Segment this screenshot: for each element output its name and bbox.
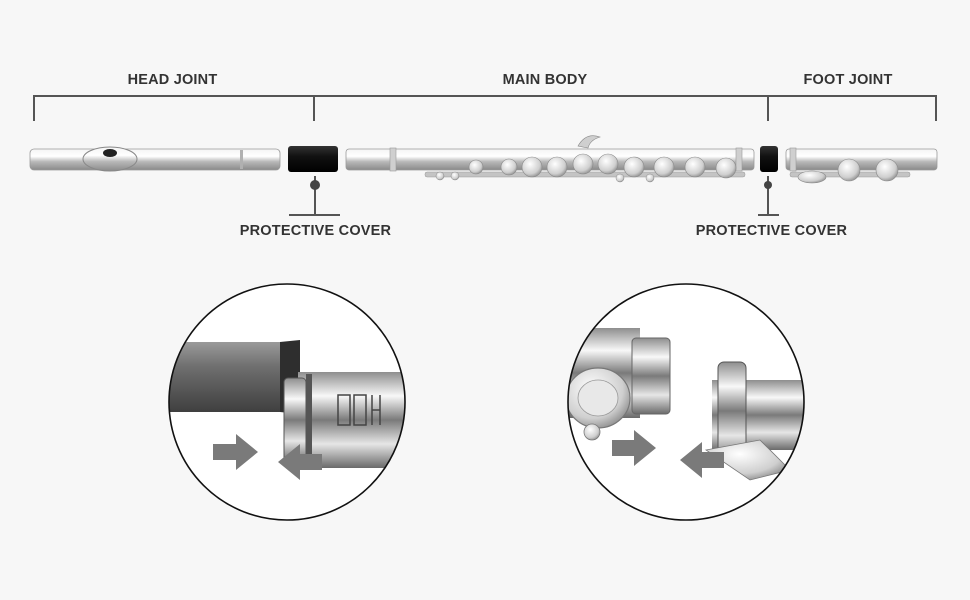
engraving-mark <box>337 394 381 426</box>
foot-joint-bracket <box>768 95 937 121</box>
main-body-bracket <box>314 95 769 121</box>
detail-circle-head-joint <box>168 283 406 521</box>
main-body-label: MAIN BODY <box>502 72 588 88</box>
main-body-keys <box>435 153 737 183</box>
embouchure-hole <box>103 149 117 157</box>
head-joint-tube <box>29 146 281 172</box>
head-joint-bracket <box>33 95 315 121</box>
protective-cover-left <box>288 146 340 216</box>
foot-joint-tube <box>785 147 938 184</box>
detail-circle-foot-joint <box>567 283 805 521</box>
protective-cover-right <box>758 146 779 216</box>
head-joint-label: HEAD JOINT <box>127 72 218 88</box>
arrow-left-icon <box>680 442 724 478</box>
arrow-left-icon <box>278 444 322 480</box>
arrow-right-icon <box>612 430 656 466</box>
protective-cover-right-label: PROTECTIVE COVER <box>695 223 848 239</box>
arrow-right-icon <box>213 434 258 470</box>
protective-cover-left-label: PROTECTIVE COVER <box>239 223 392 239</box>
foot-joint-label: FOOT JOINT <box>803 72 893 88</box>
